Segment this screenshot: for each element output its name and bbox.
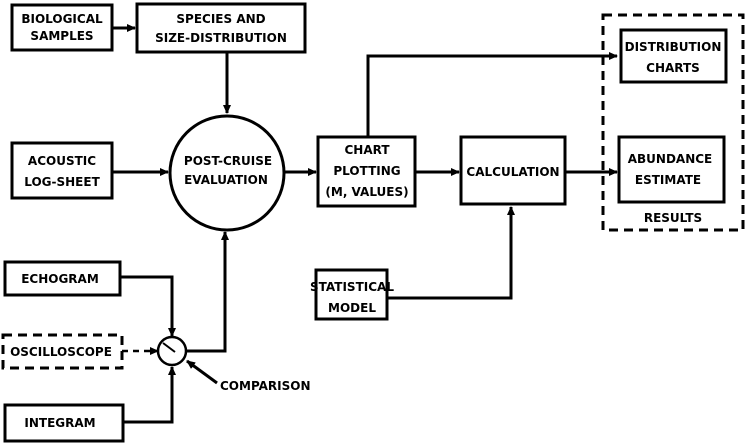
svg-text:ABUNDANCE: ABUNDANCE (628, 152, 713, 166)
svg-text:POST-CRUISE: POST-CRUISE (184, 154, 272, 168)
svg-text:ECHOGRAM: ECHOGRAM (21, 272, 99, 286)
results-group: RESULTS (601, 13, 745, 232)
node-biological-samples: BIOLOGICAL SAMPLES (10, 3, 114, 52)
comparison-indicator-line (162, 342, 176, 353)
node-statistical-model: STATISTICAL MODEL (310, 268, 394, 321)
svg-text:ESTIMATE: ESTIMATE (635, 173, 701, 187)
node-species-size-distribution: SPECIES AND SIZE-DISTRIBUTION (135, 2, 307, 54)
edge-chart-to-distribution (366, 52, 618, 137)
svg-text:EVALUATION: EVALUATION (184, 173, 268, 187)
svg-text:INTEGRAM: INTEGRAM (24, 416, 95, 430)
edge-comparison-to-postcruise (187, 231, 229, 353)
edge-echogram-to-comparison (120, 275, 176, 337)
node-abundance-estimate: ABUNDANCE ESTIMATE (617, 135, 726, 204)
svg-text:CHARTS: CHARTS (646, 61, 700, 75)
svg-text:DISTRIBUTION: DISTRIBUTION (625, 40, 722, 54)
svg-text:LOG-SHEET: LOG-SHEET (24, 175, 100, 189)
svg-text:CALCULATION: CALCULATION (466, 165, 559, 179)
comparison-pointer (186, 359, 218, 385)
node-calculation: CALCULATION (459, 135, 567, 206)
svg-text:CHART: CHART (344, 143, 390, 157)
node-echogram: ECHOGRAM (3, 260, 122, 297)
svg-text:SIZE-DISTRIBUTION: SIZE-DISTRIBUTION (155, 31, 287, 45)
svg-text:OSCILLOSCOPE: OSCILLOSCOPE (10, 345, 112, 359)
svg-text:SAMPLES: SAMPLES (30, 29, 93, 43)
edge-integram-to-comparison (124, 366, 176, 424)
svg-text:(M, VALUES): (M, VALUES) (325, 185, 408, 199)
svg-text:SPECIES AND: SPECIES AND (176, 12, 265, 26)
results-label: RESULTS (644, 211, 702, 225)
node-acoustic-log-sheet: ACOUSTIC LOG-SHEET (10, 141, 114, 200)
node-oscilloscope: OSCILLOSCOPE (1, 333, 124, 370)
comparison-label: COMPARISON (220, 379, 311, 393)
edge-model-to-calculation (387, 206, 515, 300)
svg-text:STATISTICAL: STATISTICAL (310, 280, 394, 294)
svg-text:PLOTTING: PLOTTING (333, 164, 400, 178)
svg-text:BIOLOGICAL: BIOLOGICAL (21, 12, 103, 26)
svg-text:ACOUSTIC: ACOUSTIC (28, 154, 96, 168)
node-chart-plotting: CHART PLOTTING (M, VALUES) (316, 135, 417, 208)
node-integram: INTEGRAM (3, 403, 125, 443)
node-distribution-charts: DISTRIBUTION CHARTS (619, 28, 728, 84)
node-post-cruise-evaluation: POST-CRUISE EVALUATION (168, 114, 286, 232)
connectors (112, 24, 618, 424)
node-comparison: COMPARISON (156, 335, 311, 393)
svg-text:MODEL: MODEL (328, 301, 376, 315)
